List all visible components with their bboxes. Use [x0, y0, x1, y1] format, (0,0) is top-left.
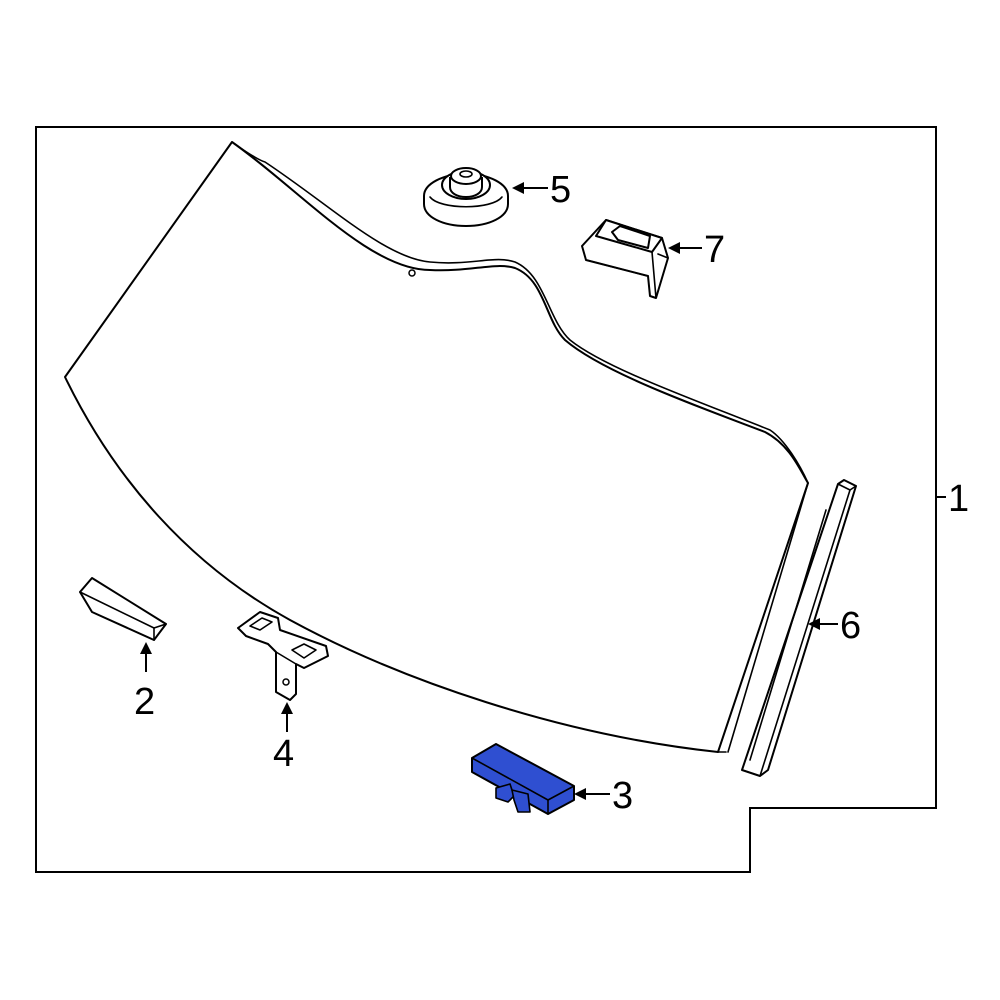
clip-body [471, 743, 575, 815]
callout-4-arrowhead [281, 702, 293, 714]
clip-tab-2 [511, 789, 531, 813]
clip-tab [495, 783, 515, 803]
callout-6-label: 6 [840, 605, 861, 647]
side-molding[interactable] [741, 479, 857, 777]
callout-2-arrowhead [140, 642, 152, 654]
callout-6-arrowhead [808, 618, 820, 630]
callout-7-arrowhead [668, 242, 680, 254]
wedge-spacer[interactable] [79, 577, 167, 641]
callout-5-arrowhead [512, 182, 524, 194]
callout-1-label: 1 [948, 478, 969, 520]
callout-5-label: 5 [550, 169, 571, 211]
highlighted-clip[interactable] [471, 743, 575, 815]
callout-4-label: 4 [273, 733, 294, 775]
windshield-glass[interactable] [64, 141, 809, 753]
bracket-hole [282, 678, 290, 686]
retainer-bracket[interactable] [237, 611, 329, 701]
assembly-frame [35, 126, 937, 873]
callout-2-label: 2 [134, 681, 155, 723]
mirror-mount-bracket[interactable] [581, 219, 669, 299]
callout-3-arrowhead [574, 788, 586, 800]
glass-sensor-dot [408, 269, 416, 277]
callout-3-label: 3 [612, 775, 633, 817]
callout-7-label: 7 [704, 229, 725, 271]
grommet-mount[interactable] [423, 167, 509, 227]
